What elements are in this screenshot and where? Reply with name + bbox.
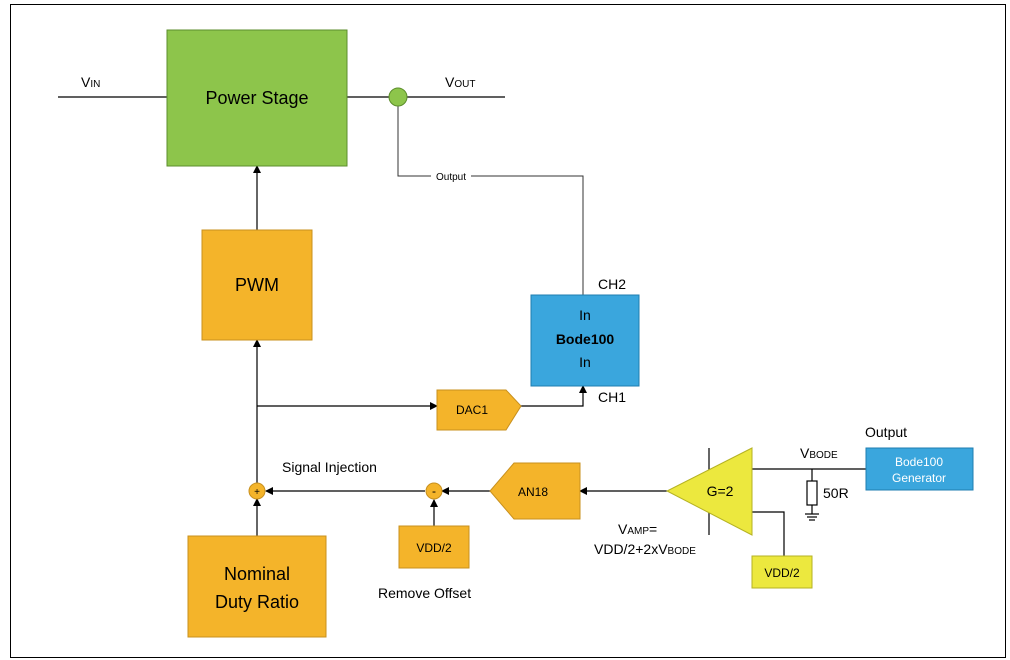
bode100-name: Bode100	[556, 331, 615, 347]
vdd-half-offset-block	[398, 525, 470, 569]
pwm-block	[201, 229, 313, 341]
vout-label: VOUT	[445, 74, 475, 90]
nominal-line1: Nominal	[224, 564, 290, 584]
dac-to-ch1-wire	[521, 385, 587, 407]
vout-node	[388, 87, 408, 107]
power-stage-block	[166, 29, 348, 167]
vdd-ref-wire	[752, 511, 785, 556]
vdd-half-offset-label: VDD/2	[416, 541, 452, 555]
bode100-in-top: In	[579, 307, 591, 323]
summer-plus	[248, 482, 266, 500]
ch1-label: CH1	[598, 389, 626, 405]
amplifier-label: G=2	[707, 483, 734, 499]
bode100-in-bottom: In	[579, 354, 591, 370]
output-tap-label: Output	[436, 172, 466, 183]
remove-offset-label: Remove Offset	[378, 585, 471, 601]
signal-injection-label: Signal Injection	[282, 459, 377, 475]
vin-label: VIN	[81, 74, 100, 90]
vamp-line2: VDD/2+2xVBODE	[594, 541, 696, 557]
dac1-block	[436, 389, 522, 431]
vbode-label: VBODE	[800, 445, 838, 461]
vamp-line1: VAMP=	[618, 521, 657, 537]
diagram-frame	[10, 4, 1006, 658]
ch2-label: CH2	[598, 276, 626, 292]
dac1-label: DAC1	[456, 403, 488, 417]
resistor-50r	[806, 480, 818, 506]
bode100-block	[530, 294, 640, 387]
generator-line2: Generator	[892, 471, 946, 485]
nominal-duty-block	[187, 535, 327, 638]
vdd-half-amp-label: VDD/2	[764, 566, 800, 580]
amplifier-block	[665, 447, 753, 536]
power-stage-label: Power Stage	[205, 88, 308, 108]
summer-minus-sign: -	[432, 484, 436, 498]
an18-block	[489, 462, 581, 520]
pwm-label: PWM	[235, 275, 279, 295]
an18-label: AN18	[518, 485, 548, 499]
summer-minus	[425, 482, 443, 500]
output-tap-bg	[431, 170, 471, 182]
summer-plus-sign: +	[254, 487, 260, 498]
generator-block	[865, 447, 974, 491]
generator-line1: Bode100	[895, 455, 943, 469]
resistor-label: 50R	[823, 485, 849, 501]
generator-title: Output	[865, 424, 907, 440]
vdd-half-amp-block	[751, 555, 813, 589]
nominal-line2: Duty Ratio	[215, 592, 299, 612]
output-sense-wire	[397, 106, 584, 295]
